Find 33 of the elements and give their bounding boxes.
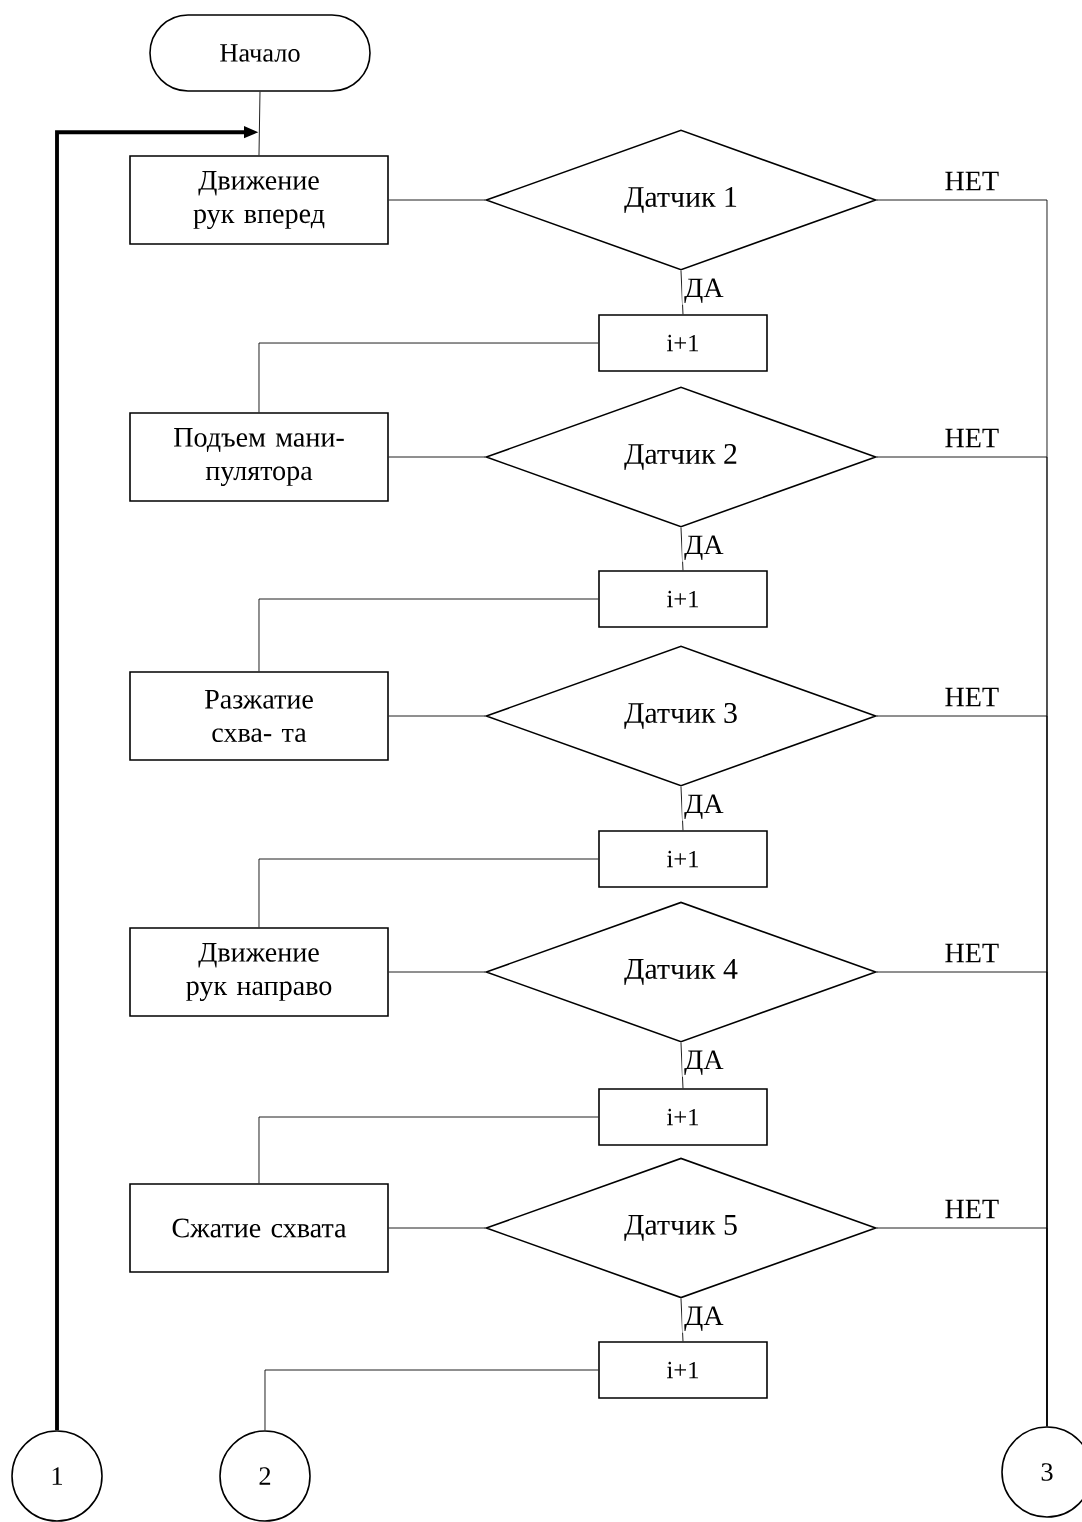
process-box: Подъем мани- пулятора — [129, 412, 389, 502]
connector-line — [258, 342, 599, 413]
connector-line — [388, 715, 486, 717]
process-box: Движение рук направо — [129, 927, 389, 1017]
start-terminal: Начало — [149, 14, 371, 92]
connector-line — [388, 456, 486, 458]
edge-label: НЕТ — [942, 686, 1001, 708]
connector-line — [388, 1227, 486, 1229]
edge-label: ДА — [682, 533, 726, 562]
process-box: i+1 — [598, 1341, 768, 1399]
process-box: Разжатие схва- та — [129, 671, 389, 761]
connector-line — [388, 971, 486, 973]
edge-label: ДА — [682, 1048, 726, 1077]
edge-label: НЕТ — [942, 170, 1001, 192]
process-box: i+1 — [598, 570, 768, 628]
connector-line — [876, 1227, 1048, 1427]
edge-label: ДА — [682, 792, 726, 821]
process-box: i+1 — [598, 1088, 768, 1146]
connector-line — [258, 598, 599, 672]
edge-label: НЕТ — [942, 942, 1001, 964]
process-box: i+1 — [598, 830, 768, 888]
connector-line — [258, 91, 261, 156]
edge-label: НЕТ — [942, 1198, 1001, 1220]
connector-line — [258, 858, 599, 928]
connector-line — [258, 1116, 599, 1184]
process-box: Сжатие схвата — [129, 1183, 389, 1273]
process-box: i+1 — [598, 314, 768, 372]
edge-label: НЕТ — [942, 427, 1001, 449]
process-box: Движение рук вперед — [129, 155, 389, 245]
edge-label: ДА — [682, 276, 726, 305]
connector-line — [264, 1369, 599, 1431]
edge-label: ДА — [682, 1304, 726, 1333]
connector-line — [388, 199, 486, 201]
